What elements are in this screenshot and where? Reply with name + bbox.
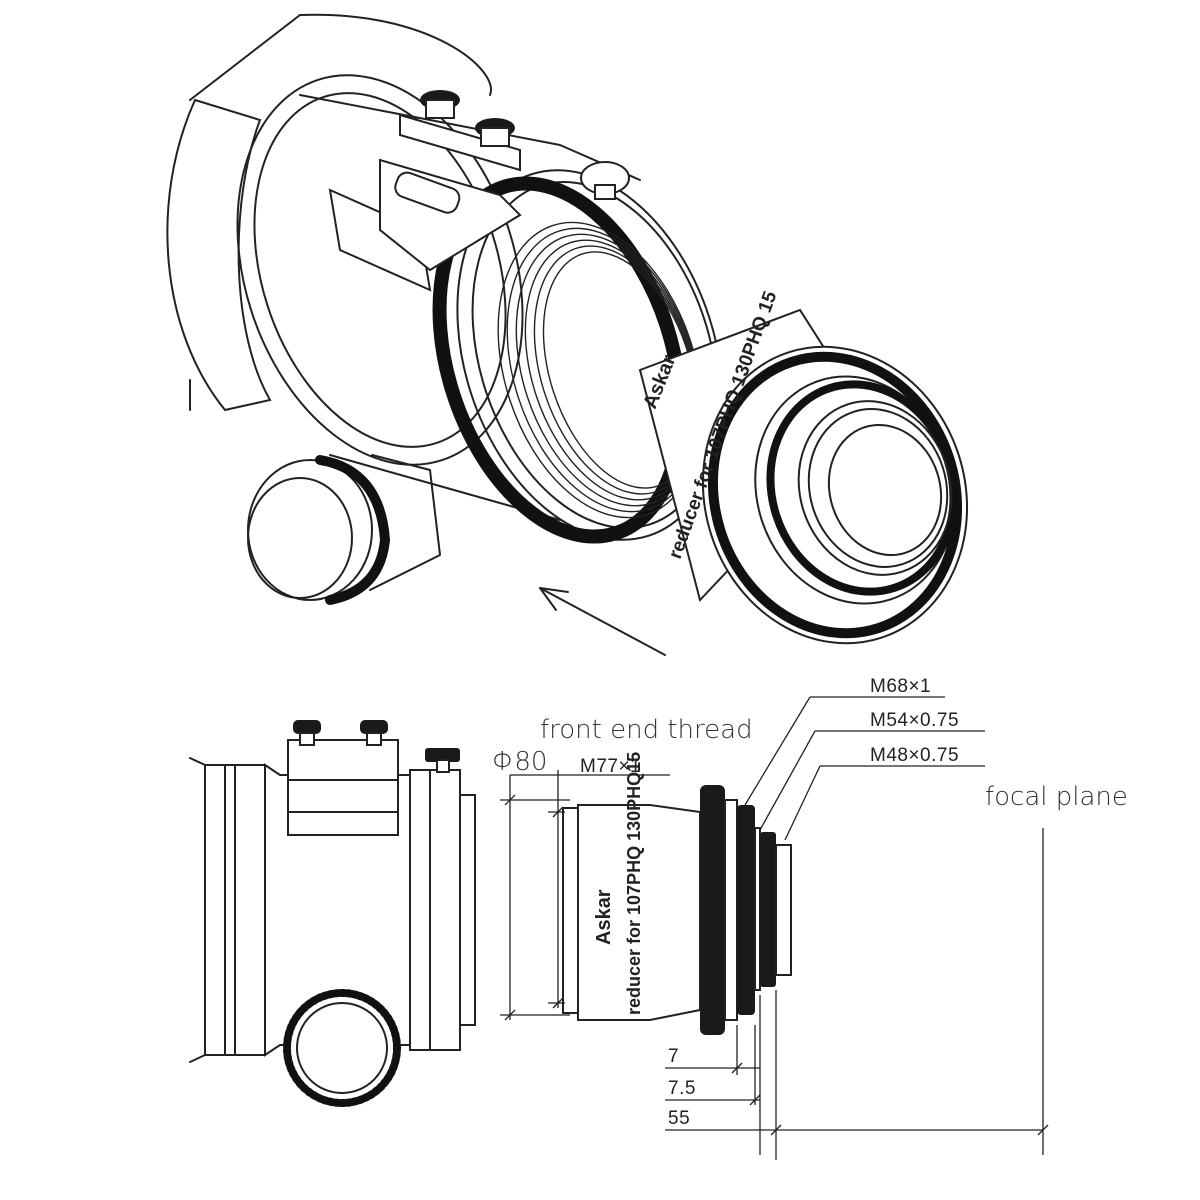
dimension-diameter [500, 770, 670, 1021]
focus-knob [247, 454, 441, 605]
label-thread-m54: M54×0.75 [870, 710, 959, 731]
inner-threads [497, 221, 703, 519]
thread-leaders [744, 696, 985, 841]
shoe-side [287, 720, 460, 836]
label-dim-7-5: 7.5 [668, 1078, 696, 1099]
dimension-backfocus [665, 990, 1049, 1160]
label-dim-55: 55 [668, 1108, 690, 1129]
label-thread-m68: M68×1 [870, 676, 931, 697]
engraving-brand-side: Askar [593, 889, 615, 945]
label-focal-plane: focal plane [985, 782, 1128, 812]
label-diameter: Φ80 [492, 747, 547, 777]
isometric-view: Askar reducer for 107PHQ 130PHQ 15 [166, 13, 969, 656]
label-thread-m48: M48×0.75 [870, 745, 959, 766]
reducer-side: Askar reducer for 107PHQ 130PHQ15 [562, 752, 792, 1035]
thumb-screw-knob [420, 90, 515, 147]
label-thread-m77: M77×1 [580, 756, 641, 777]
focuser-side [189, 720, 476, 1107]
side-view: Askar reducer for 107PHQ 130PHQ15 [189, 676, 1128, 1160]
focuser-body [432, 169, 724, 544]
engraving-reducer-side: reducer for 107PHQ 130PHQ15 [624, 752, 644, 1015]
reducer-isometric: Askar reducer for 107PHQ 130PHQ 15 [638, 288, 969, 645]
focus-knob-side [283, 989, 401, 1107]
lock-knob [580, 161, 630, 200]
finder-shoe [328, 90, 630, 292]
knurled-ring-side [700, 785, 792, 1035]
label-front-end-thread: front end thread [540, 715, 753, 745]
label-dim-7: 7 [668, 1046, 679, 1067]
insertion-arrow [539, 587, 666, 656]
